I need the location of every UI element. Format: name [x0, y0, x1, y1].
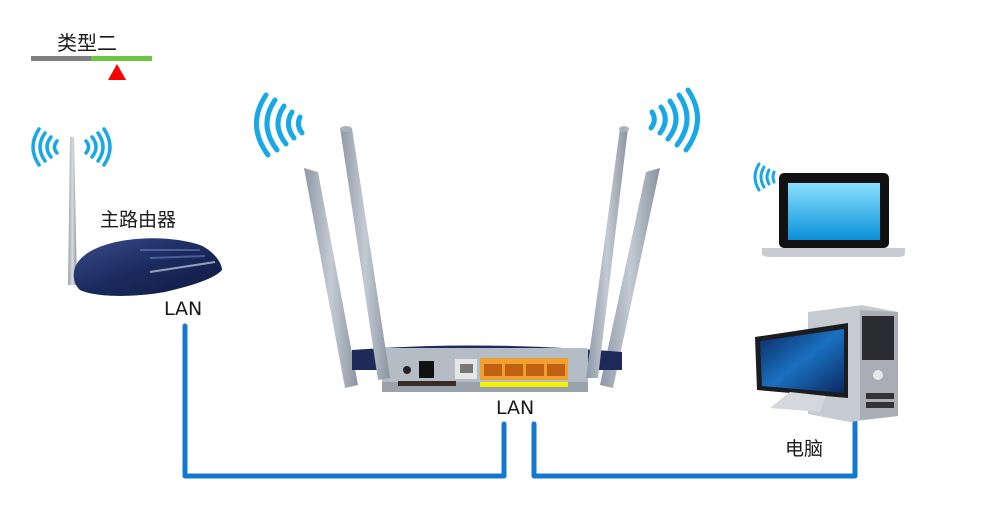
wifi-icon-main-right: [84, 127, 112, 167]
indicator-bar-left: [31, 56, 91, 61]
wifi-icon-laptop: [753, 162, 776, 192]
indicator-pointer-icon: [108, 64, 126, 80]
wifi-icon-secondary-left: [254, 92, 305, 158]
type-label: 类型二: [57, 31, 117, 55]
cable-main-to-secondary: [182, 323, 507, 479]
main-router-label: 主路由器: [100, 209, 177, 231]
secondary-router-lan-label: LAN: [496, 397, 535, 419]
wifi-icon-secondary-right: [648, 87, 700, 153]
indicator-bar-right: [91, 56, 152, 61]
main-router-lan-label: LAN: [164, 298, 203, 320]
desktop-label: 电脑: [785, 438, 824, 460]
wifi-icon-main-left: [31, 127, 59, 167]
cable-secondary-to-desktop: [531, 417, 858, 479]
